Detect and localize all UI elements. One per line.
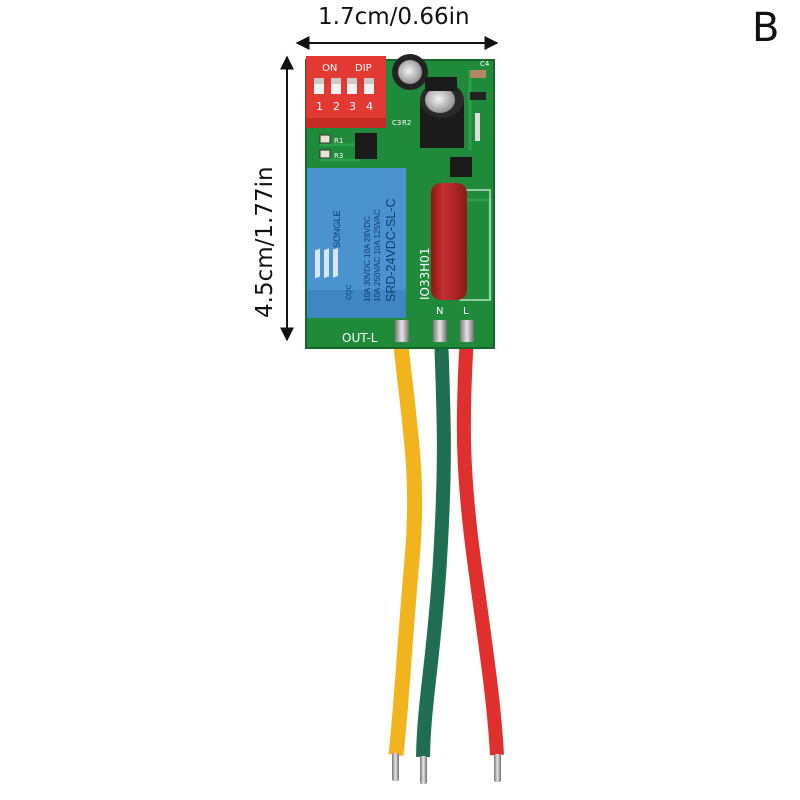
green-wire-tip bbox=[420, 756, 427, 784]
ic-chip bbox=[355, 133, 377, 159]
width-dimension-label: 1.7cm/0.66in bbox=[318, 4, 470, 30]
dip-number-1: 1 bbox=[316, 100, 323, 113]
dip-number-4: 4 bbox=[366, 100, 373, 113]
dip-on-label: ON bbox=[322, 63, 337, 74]
smd-resistor bbox=[319, 134, 331, 144]
label-r3: R3 bbox=[334, 152, 343, 160]
smd-diode bbox=[470, 92, 486, 100]
label-c4: C4 bbox=[480, 60, 490, 68]
red-wire bbox=[456, 334, 504, 756]
songle-logo-icon bbox=[315, 247, 338, 279]
label-c3: C3 bbox=[392, 119, 401, 127]
green-wire bbox=[416, 334, 451, 758]
relay-cert: CQC bbox=[346, 284, 353, 300]
label-out-l: OUT-L bbox=[342, 331, 378, 345]
yellow-wire-tip bbox=[392, 753, 399, 781]
dip-number-3: 3 bbox=[349, 100, 356, 113]
terminal-l bbox=[460, 320, 474, 342]
film-capacitor bbox=[431, 183, 467, 300]
large-electrolytic-capacitor bbox=[420, 82, 464, 148]
relay-rating-2: 10A 30VDC 10A 28VDC bbox=[363, 216, 372, 302]
regulator-chip bbox=[425, 77, 457, 91]
dip-switch[interactable]: ON DIP 1 2 3 4 bbox=[306, 56, 386, 128]
relay: SRD-24VDC-SL-C 10A 250VAC 10A 125VAC 10A… bbox=[307, 168, 406, 318]
dip-dip-label: DIP bbox=[355, 63, 372, 74]
ic-chip bbox=[450, 157, 472, 177]
variant-letter: B bbox=[752, 5, 780, 51]
terminal-n bbox=[433, 320, 447, 342]
smd-capacitor bbox=[470, 70, 486, 78]
label-r1: R1 bbox=[334, 137, 343, 145]
label-n: N bbox=[436, 306, 443, 317]
small-electrolytic-capacitor bbox=[392, 54, 428, 90]
red-wire-tip bbox=[494, 754, 501, 782]
dip-number-2: 2 bbox=[333, 100, 340, 113]
capacitor-code-label: IO33H01 bbox=[418, 247, 432, 300]
label-l: L bbox=[463, 306, 469, 317]
relay-brand: SONGLE bbox=[332, 210, 342, 248]
terminal-out-l bbox=[395, 320, 409, 342]
yellow-wire bbox=[388, 334, 423, 756]
relay-module-board: ON DIP 1 2 3 4 bbox=[305, 54, 495, 349]
jumper-pin bbox=[475, 113, 480, 141]
label-r2: R2 bbox=[402, 119, 411, 127]
relay-model: SRD-24VDC-SL-C bbox=[384, 199, 398, 303]
wires bbox=[388, 334, 504, 784]
smd-resistor bbox=[319, 149, 331, 159]
relay-rating-1: 10A 250VAC 10A 125VAC bbox=[373, 209, 382, 302]
